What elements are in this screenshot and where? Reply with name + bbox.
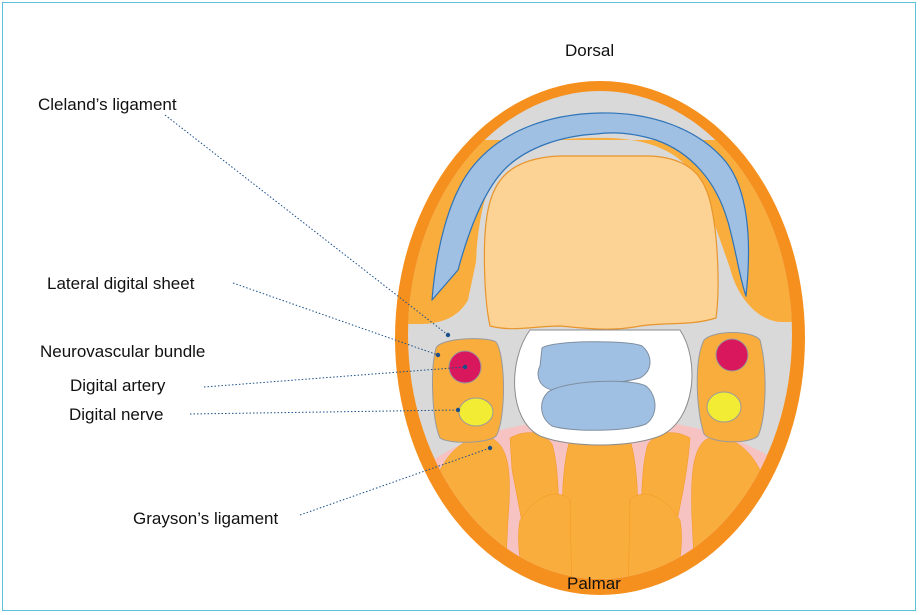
- digital-artery-label: Digital artery: [70, 377, 165, 394]
- clelands-ligament-label: Cleland’s ligament: [38, 96, 177, 113]
- digital-nerve-label: Digital nerve: [69, 406, 164, 423]
- left-digital-nerve: [459, 398, 493, 426]
- leader-dot-lateral-sheet: [436, 353, 440, 357]
- right-digital-nerve: [707, 392, 741, 422]
- neurovascular-bundle-label: Neurovascular bundle: [40, 343, 205, 360]
- right-digital-artery: [716, 339, 748, 371]
- lateral-digital-sheet-label: Lateral digital sheet: [47, 275, 194, 292]
- leader-dot-artery: [463, 365, 467, 369]
- leader-dot-grayson: [488, 446, 492, 450]
- dorsal-label: Dorsal: [565, 42, 614, 59]
- phalanx-bone: [484, 156, 718, 329]
- leader-dot-clelands: [446, 333, 450, 337]
- leader-line-clelands: [165, 115, 448, 335]
- palmar-label: Palmar: [567, 575, 621, 592]
- flexor-tendon-profundus: [542, 381, 655, 430]
- leader-dot-nerve: [456, 408, 460, 412]
- graysons-ligament-label: Grayson’s ligament: [133, 510, 278, 527]
